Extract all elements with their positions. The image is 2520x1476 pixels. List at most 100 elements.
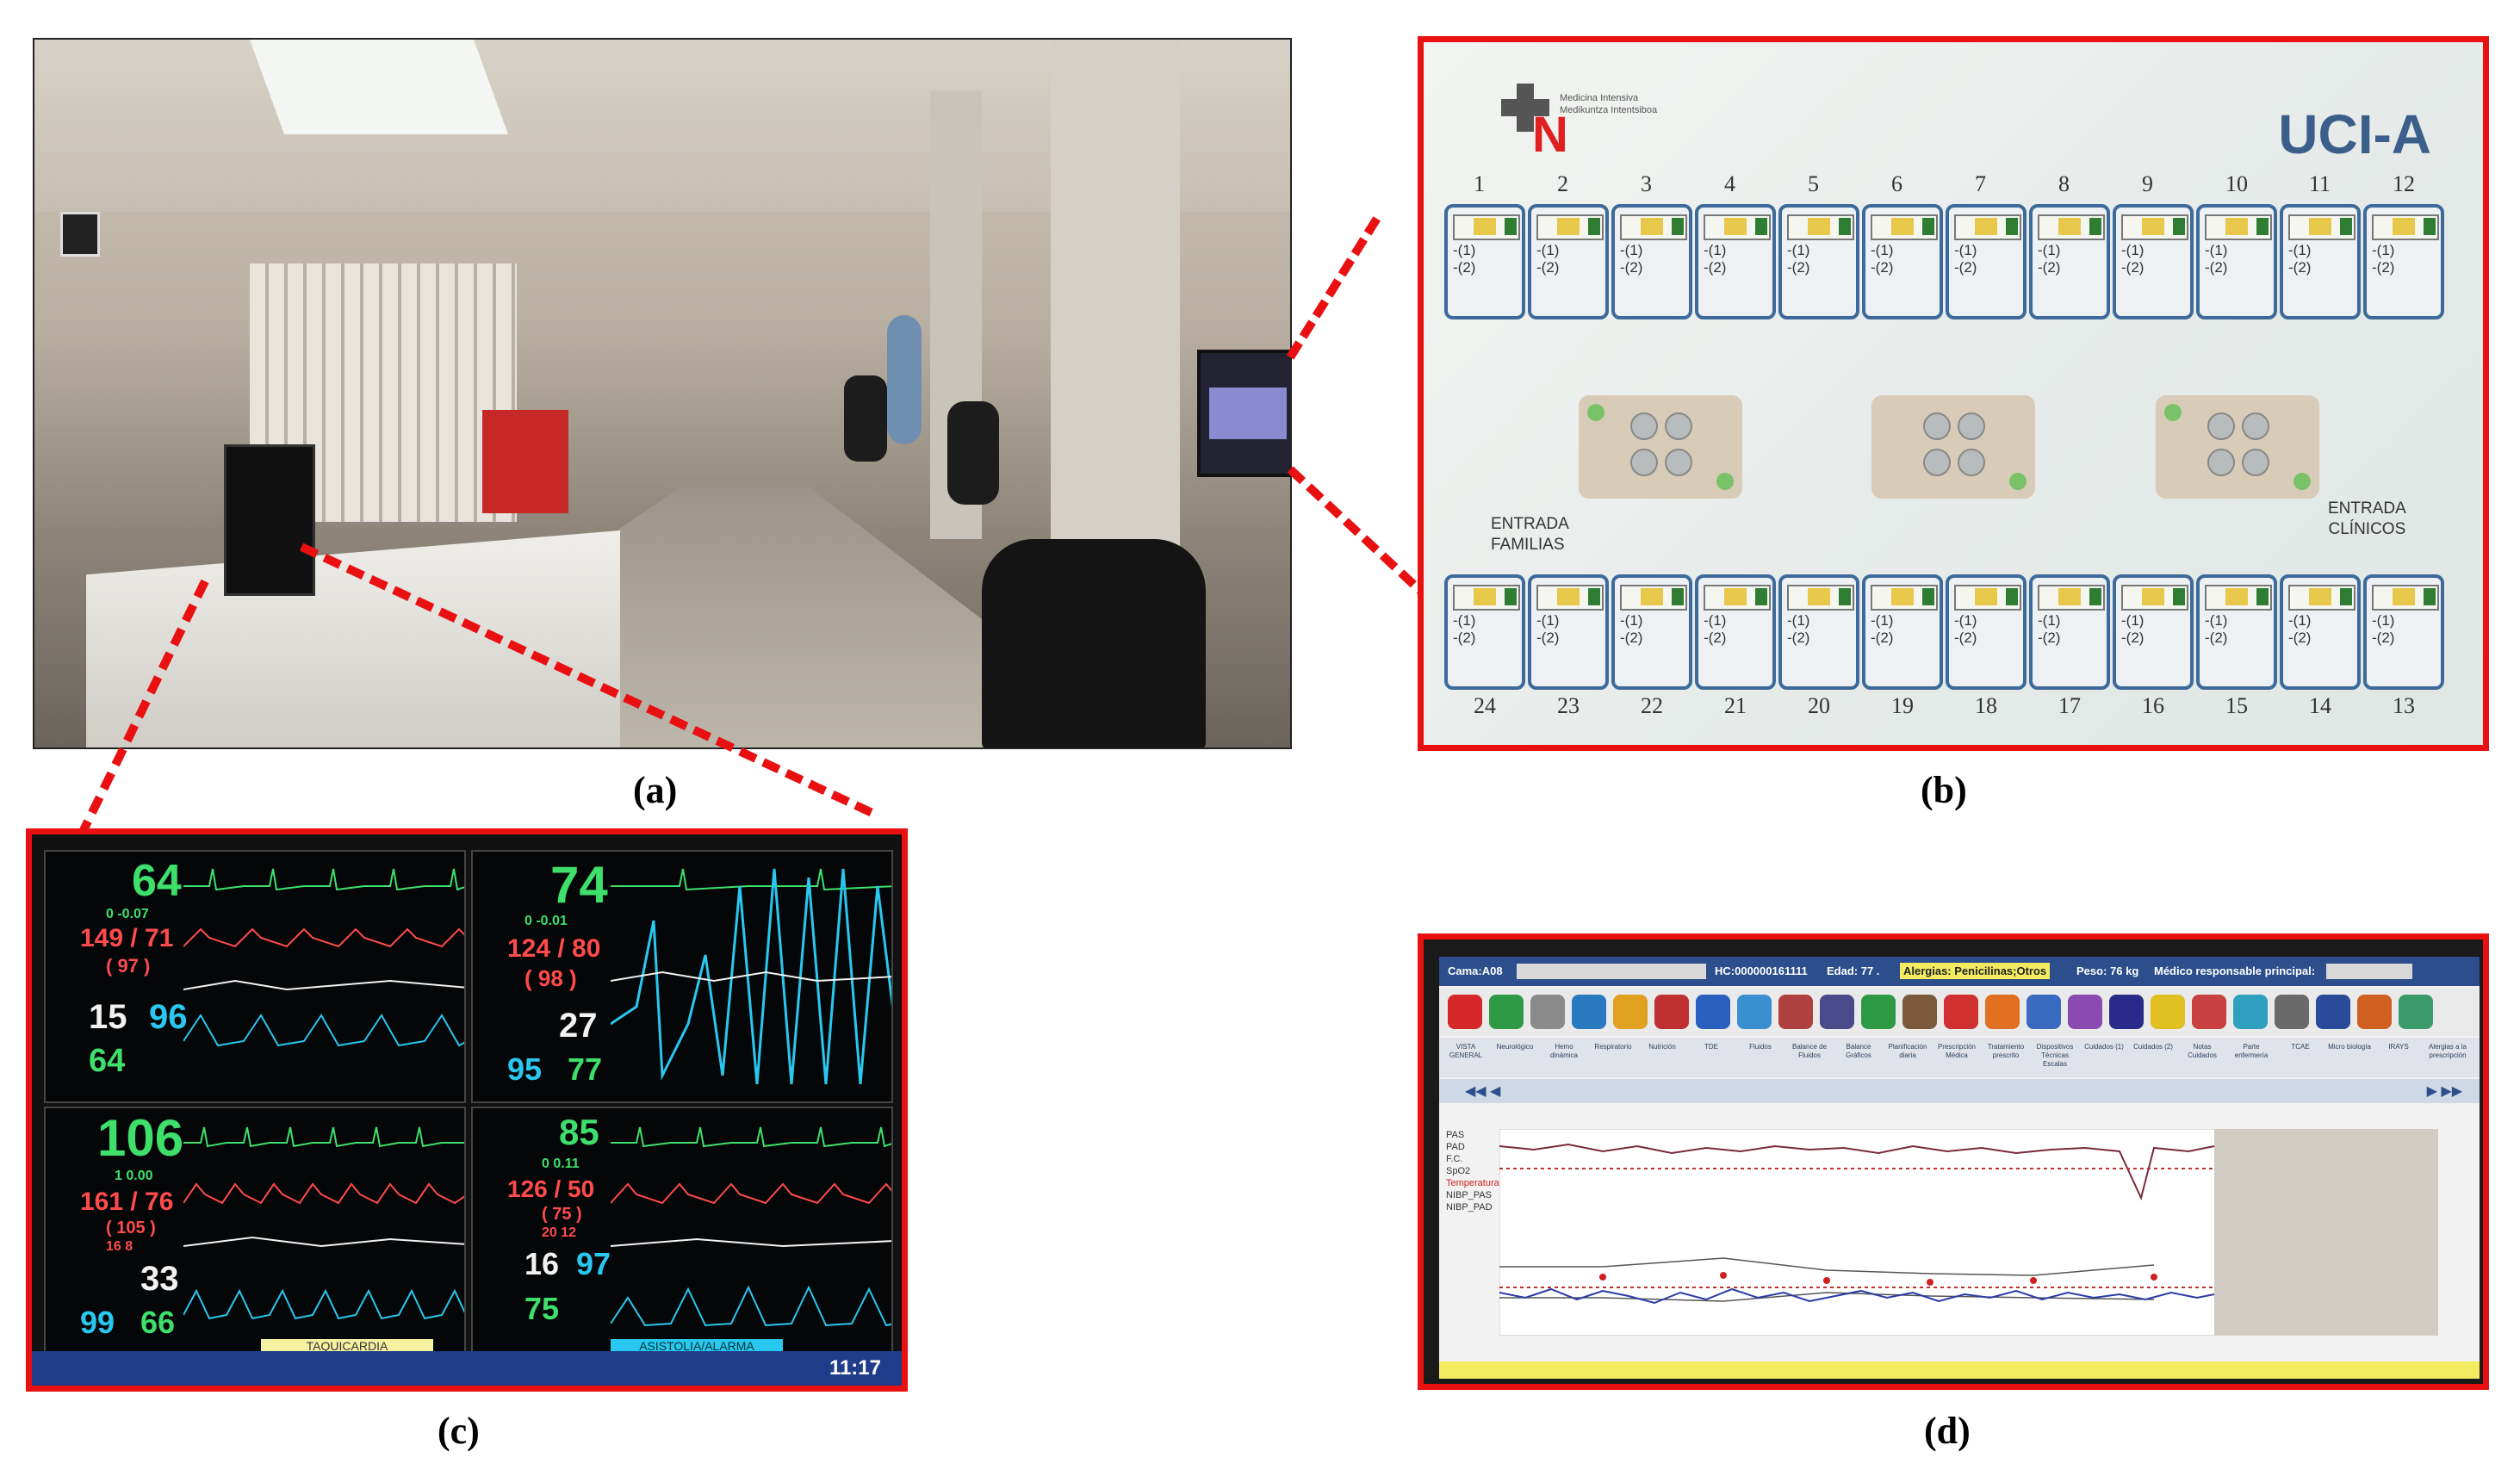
resp-rate: 15 (89, 998, 127, 1036)
toolbar-app-icon[interactable] (1613, 995, 1648, 1029)
pressure-extra: 20 12 (542, 1225, 577, 1240)
workstation-island (2156, 395, 2319, 499)
allergies-label: Alergias: Penicilinas;Otros (1900, 963, 2051, 979)
tab-item[interactable]: Planificación diaria (1888, 1043, 1927, 1059)
resp-rate: 33 (140, 1260, 179, 1298)
toolbar-app-icon[interactable] (1737, 995, 1772, 1029)
tab-item[interactable]: Parte enfermería (2234, 1043, 2269, 1059)
st-value: 0 -0.01 (524, 914, 568, 928)
st-value: 1 0.00 (115, 1169, 153, 1183)
bed-number: 19 (1891, 693, 1914, 718)
blood-pressure: 149 / 71 (80, 924, 174, 952)
tab-item[interactable]: Tratamiento prescrito (1987, 1043, 2025, 1059)
chair (982, 539, 1206, 747)
toolbar-app-icon[interactable] (2192, 995, 2226, 1029)
toolbar-app-icon[interactable] (2357, 995, 2392, 1029)
toolbar-app-icon[interactable] (2109, 995, 2144, 1029)
tab-item[interactable]: Prescripción Médica (1937, 1043, 1976, 1059)
tab-item[interactable]: Hemo dinámica (1549, 1043, 1578, 1059)
caption-a: (a) (633, 769, 678, 811)
toolbar-app-icon[interactable] (1448, 995, 1482, 1029)
bed-number: 5 (1808, 171, 1819, 196)
tab-item[interactable]: Nutrición (1648, 1043, 1676, 1051)
tab-item[interactable]: Dispositivos Técnicas Escalas (2036, 1043, 2074, 1068)
toolbar-app-icon[interactable] (2399, 995, 2433, 1029)
toolbar-app-icon[interactable] (1489, 995, 1524, 1029)
mean-pressure: ( 97 ) (106, 955, 151, 977)
pulse: 77 (568, 1051, 603, 1087)
bed-number: 1 (1474, 171, 1485, 196)
red-cart (482, 410, 568, 513)
bed-number: 17 (2058, 693, 2081, 718)
patient-monitor: 85 0 0.11 126 / 50 ( 75 ) 20 12 16 97 75… (471, 1107, 893, 1356)
bottom-bar (1439, 1361, 2480, 1379)
toolbar-app-icon[interactable] (2068, 995, 2102, 1029)
tab-item[interactable]: Cuidados (2) (2133, 1043, 2173, 1051)
toolbar-app-icon[interactable] (1820, 995, 1854, 1029)
bed-slot: -(1)-(2) (1528, 574, 1609, 690)
cis-screen: Cama:A08 HC:000000161111 Edad: 77 . Aler… (1439, 957, 2480, 1379)
clinical-info-system: Cama:A08 HC:000000161111 Edad: 77 . Aler… (1418, 933, 2489, 1390)
patient-header: Cama:A08 HC:000000161111 Edad: 77 . Aler… (1439, 957, 2480, 986)
skylight (249, 40, 509, 134)
unit-map-board: N Medicina Intensiva Medikuntza Intentsi… (1418, 36, 2489, 751)
age-label: Edad: 77 . (1827, 964, 1880, 977)
resp-rate: 16 (524, 1246, 560, 1281)
mean-pressure: ( 105 ) (106, 1219, 156, 1237)
tab-item[interactable]: Respiratorio (1594, 1043, 1632, 1051)
heart-rate: 85 (559, 1112, 599, 1152)
toolbar-app-icon[interactable] (1778, 995, 1813, 1029)
tab-item[interactable]: IRAYS (2388, 1043, 2409, 1051)
bed-slot: -(1)-(2) (1444, 574, 1525, 690)
mean-pressure: ( 98 ) (524, 965, 577, 991)
tab-item[interactable]: TCAE (2291, 1043, 2310, 1051)
toolbar-app-icon[interactable] (1861, 995, 1896, 1029)
toolbar-app-icon[interactable] (1530, 995, 1565, 1029)
toolbar-app-icon[interactable] (2233, 995, 2268, 1029)
st-value: 0 -0.07 (106, 907, 149, 921)
tab-item[interactable]: Neurológico (1496, 1043, 1534, 1051)
toolbar-app-icon[interactable] (2027, 995, 2061, 1029)
bed-number: 20 (1808, 693, 1830, 718)
alarm-banner: TAQUICARDIA (261, 1339, 433, 1355)
tab-item[interactable]: TDE (1704, 1043, 1718, 1051)
tab-item[interactable]: Notas Cuidados (2188, 1043, 2217, 1059)
bed-slot: -(1)-(2) (1611, 204, 1692, 319)
patient-monitor: 106 1 0.00 161 / 76 ( 105 ) 16 8 33 99 6… (44, 1107, 466, 1356)
toolbar-app-icon[interactable] (1985, 995, 2020, 1029)
mean-pressure: ( 75 ) (542, 1205, 582, 1224)
tab-item[interactable]: Fluidos (1749, 1043, 1772, 1051)
bed-slot: -(1)-(2) (1695, 574, 1776, 690)
waveforms (611, 868, 891, 1085)
blood-pressure: 126 / 50 (507, 1175, 595, 1202)
bed-slot: -(1)-(2) (1695, 204, 1776, 319)
toolbar-app-icon[interactable] (1654, 995, 1689, 1029)
bed-slot: -(1)-(2) (2196, 204, 2277, 319)
caption-c: (c) (438, 1410, 480, 1452)
tab-item[interactable]: VISTA GENERAL (1449, 1043, 1483, 1059)
tab-item[interactable]: Alergias a la prescripción (2428, 1043, 2467, 1059)
tab-item[interactable]: Micro biología (2328, 1043, 2371, 1051)
tab-item[interactable]: Cuidados (1) (2084, 1043, 2124, 1051)
toolbar-app-icon[interactable] (1902, 995, 1937, 1029)
toolbar-app-icon[interactable] (2275, 995, 2309, 1029)
heart-rate: 74 (550, 856, 608, 914)
entrance-clinicians-label: ENTRADA CLÍNICOS (2328, 499, 2406, 538)
tab-item[interactable]: Balance Gráficos (1846, 1043, 1871, 1059)
toolbar-app-icon[interactable] (1572, 995, 1606, 1029)
resp-rate: 27 (559, 1007, 598, 1045)
bed-number: 13 (2393, 693, 2415, 718)
toolbar-app-icon[interactable] (2316, 995, 2350, 1029)
toolbar-app-icon[interactable] (1944, 995, 1978, 1029)
st-value: 0 0.11 (542, 1157, 580, 1171)
weight-label: Peso: 76 kg (2076, 964, 2139, 977)
logo-text: Medicina Intensiva Medikuntza Intentsibo… (1560, 93, 1658, 115)
patient-monitor: 64 0 -0.07 149 / 71 ( 97 ) 15 96 64 (44, 850, 466, 1103)
toolbar-app-icon[interactable] (2151, 995, 2185, 1029)
tab-item[interactable]: Balance de Fluidos (1791, 1043, 1828, 1059)
bed-number: 22 (1641, 693, 1663, 718)
timeline: ◀◀ ◀ ▶ ▶▶ (1439, 1079, 2480, 1103)
toolbar-app-icon[interactable] (1696, 995, 1730, 1029)
desk-monitor (224, 444, 315, 596)
